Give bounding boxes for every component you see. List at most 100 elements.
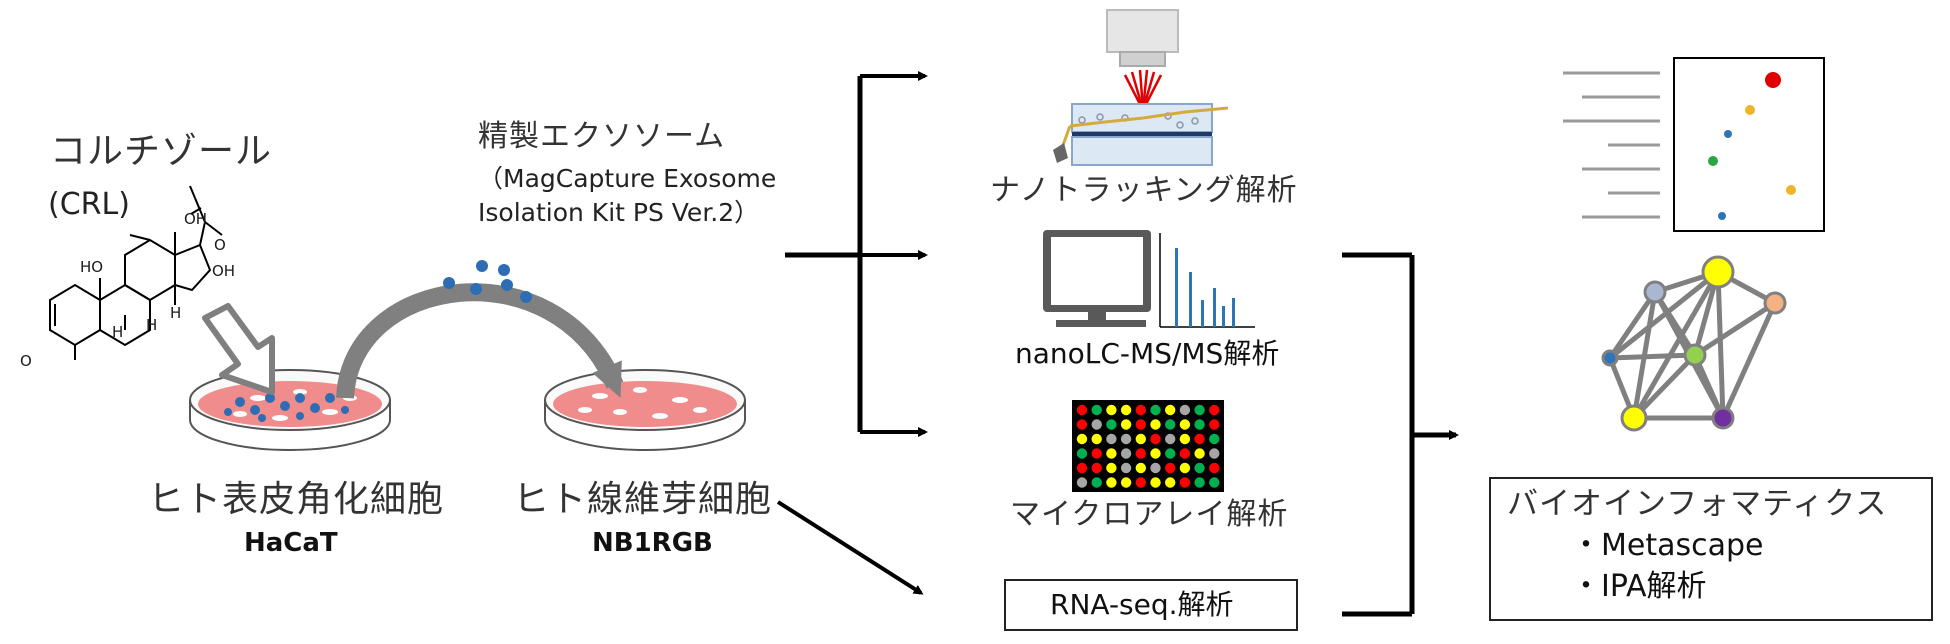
array-spot [1165, 462, 1176, 474]
array-spot [1135, 448, 1147, 459]
array-spot [1194, 477, 1205, 488]
chem-label-h-left: H [112, 323, 124, 341]
array-spot [1091, 448, 1102, 459]
array-spot [1179, 433, 1191, 445]
cortisol-treatment-arrow [202, 303, 275, 395]
array-spot [1194, 419, 1205, 430]
array-spot [1150, 462, 1161, 474]
array-spot [1165, 419, 1176, 430]
array-spot [1135, 477, 1147, 488]
compound-abbr: (CRL) [48, 187, 130, 222]
array-spot [1194, 404, 1205, 416]
microarray-chip-icon [1072, 400, 1224, 492]
dot-plot-icon [1563, 57, 1825, 232]
cortisol-structure [49, 185, 223, 360]
array-spot [1106, 404, 1117, 416]
array-spot [1135, 462, 1147, 474]
array-spot [1194, 462, 1205, 474]
array-spot [1120, 404, 1132, 416]
array-spot [1091, 477, 1102, 488]
array-spot [1120, 477, 1132, 488]
chem-label-oh-right: OH [212, 262, 236, 280]
purification-kit-line2: Isolation Kit PS Ver.2） [478, 198, 760, 227]
array-spot [1165, 448, 1176, 459]
array-spot [1209, 433, 1220, 445]
array-spot [1194, 433, 1205, 445]
chem-label-o-ring: O [20, 352, 32, 370]
chem-label-oh-top: OH [184, 210, 208, 228]
array-spot [1179, 419, 1191, 430]
purification-kit-line1: （MagCapture Exosome [478, 164, 777, 193]
ms-spectrum-icon [1159, 233, 1255, 328]
array-spot [1120, 448, 1132, 459]
rnaseq-box: RNA-seq.解析 [1004, 579, 1298, 631]
network-graph-icon [1601, 255, 1787, 432]
array-spot [1150, 477, 1161, 488]
array-spot [1135, 419, 1147, 430]
array-spot [1150, 433, 1161, 445]
array-spot [1165, 404, 1176, 416]
array-spot [1106, 433, 1117, 445]
array-spot [1076, 462, 1088, 474]
analysis-arrows [776, 71, 928, 595]
array-spot [1120, 433, 1132, 445]
array-spot [1209, 462, 1220, 474]
merge-connector [1342, 252, 1459, 617]
target-dish [544, 369, 746, 451]
chem-label-ho-left: HO [80, 258, 104, 276]
chem-label-o-side: O [214, 236, 226, 254]
array-spot [1179, 477, 1191, 488]
array-spot [1076, 433, 1088, 445]
array-spot [1120, 462, 1132, 474]
bioinformatics-box: バイオインフォマティクス ・Metascape ・IPA解析 [1489, 477, 1933, 621]
array-spot [1179, 462, 1191, 474]
array-spot [1091, 404, 1102, 416]
array-spot [1076, 477, 1088, 488]
purified-exosomes [443, 260, 532, 303]
array-spot [1165, 477, 1176, 488]
source-cell-name: ヒト表皮角化細胞 [148, 479, 445, 520]
array-spot [1120, 419, 1132, 430]
bioinformatics-item-metascape: ・Metascape [1571, 528, 1764, 563]
array-spot [1091, 462, 1102, 474]
rnaseq-label: RNA-seq.解析 [1050, 588, 1234, 621]
array-spot [1135, 404, 1147, 416]
purification-title: 精製エクソソーム [478, 119, 726, 154]
nanolc-label: nanoLC-MS/MS解析 [1015, 337, 1280, 370]
microarray-label: マイクロアレイ解析 [1010, 497, 1289, 532]
chem-label-h-mid: H [146, 316, 158, 334]
array-spot [1194, 448, 1205, 459]
bioinformatics-title: バイオインフォマティクス [1507, 486, 1888, 522]
compound-name: コルチゾール [50, 131, 273, 172]
array-spot [1179, 404, 1191, 416]
array-spot [1209, 419, 1220, 430]
source-dish-exosomes [224, 393, 349, 422]
chem-label-h-right: H [170, 304, 182, 322]
computer-icon [1043, 230, 1151, 327]
array-spot [1209, 448, 1220, 459]
array-spot [1165, 433, 1176, 445]
array-spot [1091, 433, 1102, 445]
nanotracking-label: ナノトラッキング解析 [990, 173, 1298, 208]
array-spot [1076, 419, 1088, 430]
array-spot [1135, 433, 1147, 445]
array-spot [1106, 462, 1117, 474]
target-cell-line: NB1RGB [592, 528, 713, 558]
array-spot [1106, 477, 1117, 488]
array-spot [1150, 419, 1161, 430]
array-spot [1179, 448, 1191, 459]
array-spot [1209, 404, 1220, 416]
array-spot [1076, 448, 1088, 459]
nanotracking-instrument-icon [1053, 9, 1229, 166]
array-spot [1106, 419, 1117, 430]
bioinformatics-item-ipa: ・IPA解析 [1571, 569, 1707, 604]
source-cell-line: HaCaT [244, 528, 338, 558]
array-spot [1209, 477, 1220, 488]
array-spot [1076, 404, 1088, 416]
array-spot [1150, 448, 1161, 459]
array-spot [1091, 419, 1102, 430]
target-cell-name: ヒト線維芽細胞 [513, 479, 773, 520]
exosome-transfer-arrow [336, 283, 624, 399]
array-spot [1106, 448, 1117, 459]
